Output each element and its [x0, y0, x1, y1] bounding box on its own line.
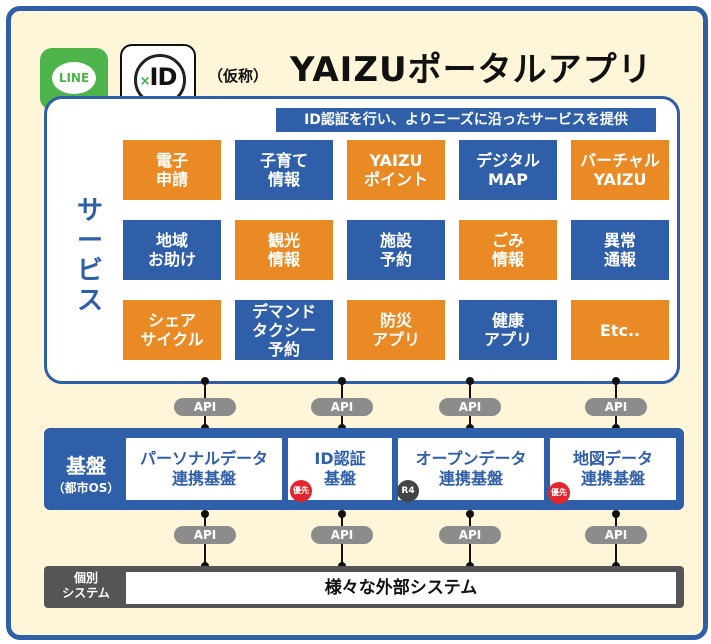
connector-dot — [466, 510, 474, 518]
api-pill: API — [439, 526, 501, 544]
platform-title: 基盤 — [66, 454, 106, 478]
external-label: 個別 システム — [62, 571, 110, 600]
service-tile: 電子 申請 — [123, 140, 221, 200]
service-tile: 健康 アプリ — [459, 300, 557, 360]
page-title: YAIZUポータルアプリ — [290, 50, 653, 90]
services-label: サービス — [76, 196, 103, 316]
title-prefix: （仮称） — [208, 67, 269, 85]
service-tile: デジタル MAP — [459, 140, 557, 200]
service-tile: 子育て 情報 — [235, 140, 333, 200]
line-logo-text: LINE — [52, 62, 96, 94]
api-pill: API — [311, 526, 373, 544]
api-pill: API — [585, 526, 647, 544]
platform-box: 地図データ 連携基盤 — [550, 438, 676, 500]
service-tile: 地域 お助け — [123, 220, 221, 280]
connector-dot — [201, 377, 209, 385]
service-tile: Etc.. — [571, 300, 669, 360]
service-tile: 施設 予約 — [347, 220, 445, 280]
service-tile: ごみ 情報 — [459, 220, 557, 280]
platform-box: パーソナルデータ 連携基盤 — [126, 438, 282, 500]
api-pill: API — [311, 398, 373, 416]
api-pill: API — [174, 526, 236, 544]
service-tile: 異常 通報 — [571, 220, 669, 280]
connector-dot — [612, 510, 620, 518]
year-badge: R4 — [397, 480, 419, 502]
id-logo-mark: × — [139, 74, 151, 89]
services-tagline: ID認証を行い、よりニーズに沿ったサービスを提供 — [276, 108, 656, 132]
platform-box: ID認証 基盤 — [288, 438, 392, 500]
connector-dot — [338, 510, 346, 518]
service-tile: デマンド タクシー 予約 — [235, 300, 333, 360]
priority-badge: 優先 — [290, 480, 312, 502]
priority-badge: 優先 — [548, 482, 570, 504]
connector-dot — [338, 377, 346, 385]
external-systems-box: 様々な外部システム — [126, 572, 676, 604]
service-tile: シェア サイクル — [123, 300, 221, 360]
platform-box: オープンデータ 連携基盤 — [398, 438, 544, 500]
service-tile: 防災 アプリ — [347, 300, 445, 360]
id-logo-text: ID — [149, 63, 178, 91]
api-pill: API — [439, 398, 501, 416]
service-tile: バーチャル YAIZU — [571, 140, 669, 200]
connector-dot — [201, 510, 209, 518]
api-pill: API — [585, 398, 647, 416]
connector-dot — [612, 377, 620, 385]
platform-label: 基盤 （都市OS） — [48, 450, 124, 496]
platform-subtitle: （都市OS） — [52, 481, 120, 495]
api-pill: API — [174, 398, 236, 416]
service-tile: 観光 情報 — [235, 220, 333, 280]
service-tile: YAIZU ポイント — [347, 140, 445, 200]
connector-dot — [466, 377, 474, 385]
